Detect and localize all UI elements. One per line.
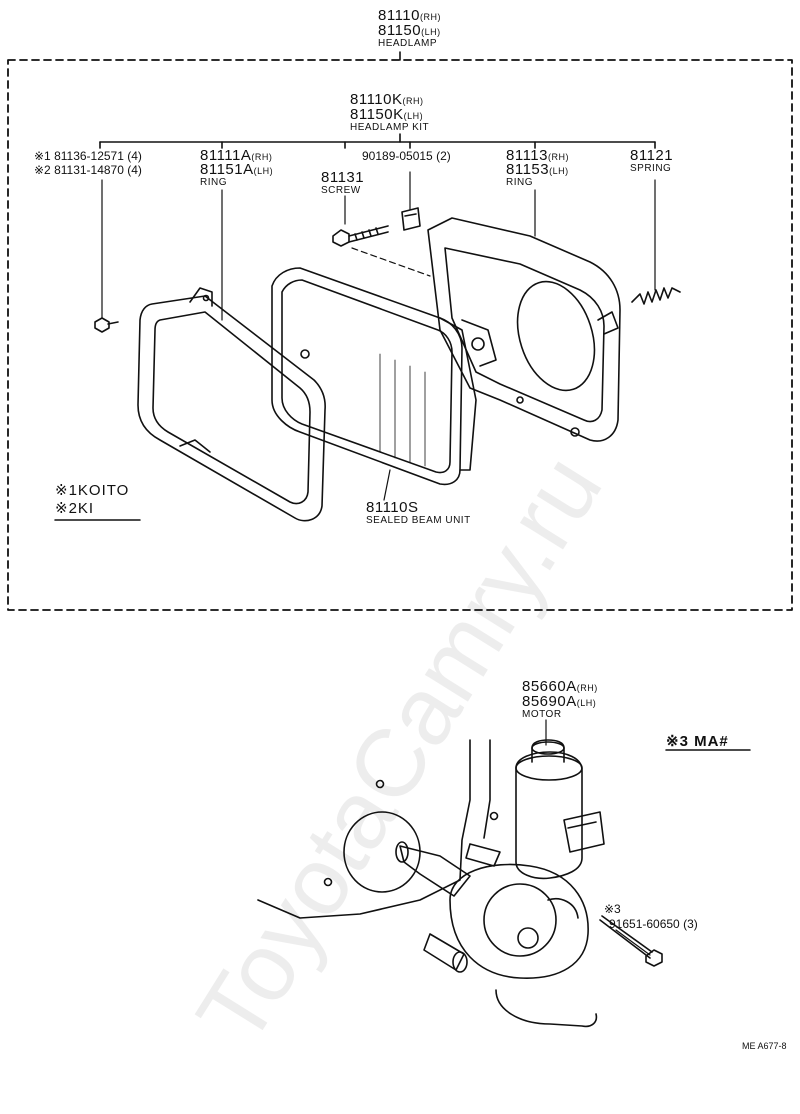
motor-part-lh: 85690A(LH) [522, 693, 597, 710]
bolt-ref-1: ※1 81136-12571 (4) [34, 149, 142, 163]
sealed-beam-unit [271, 267, 477, 501]
motor-part-rh: 85660A(RH) [522, 678, 598, 695]
note-ki: ※2KI [55, 500, 95, 517]
bolt-ref-2: ※2 81131-14870 (4) [34, 163, 142, 177]
motor-name: MOTOR [522, 709, 562, 720]
motor-bolt-part: 91651-60650 (3) [609, 917, 698, 931]
headlamp-name: HEADLAMP [378, 38, 438, 49]
motor-assembly [395, 739, 605, 1028]
front-ring-part-rh: 81111A(RH) [200, 147, 273, 164]
rear-ring-name: RING [506, 177, 533, 188]
headlamp-part-rh: 81110(RH) [378, 7, 441, 24]
footer-code: ME A677-8 [742, 1041, 787, 1051]
spring-part: 81121 [630, 147, 674, 164]
motor-bolt-ref: ※3 [604, 902, 621, 916]
spring-81121 [631, 179, 681, 305]
rear-ring-part-rh: 81113(RH) [506, 147, 569, 164]
spring-name: SPRING [630, 163, 672, 174]
headlamp-group-box [7, 59, 793, 611]
kit-part-lh: 81150K(LH) [350, 106, 424, 123]
body-panel [257, 739, 499, 919]
bolt-81136 [94, 179, 119, 333]
front-ring-name: RING [200, 177, 227, 188]
screw-81131 [332, 195, 431, 277]
sealed-beam-name: SEALED BEAM UNIT [366, 515, 471, 526]
sealed-beam-part: 81110S [366, 499, 419, 516]
clip-nut [401, 171, 421, 231]
note-ma: ※3 MA# [666, 733, 729, 750]
note-koito: ※1KOITO [55, 482, 130, 499]
screw-name: SCREW [321, 185, 361, 196]
bolt-91651 [599, 915, 663, 967]
rear-ring-part-lh: 81153(LH) [506, 161, 569, 178]
screw-part: 81131 [321, 169, 365, 186]
front-ring-part-lh: 81151A(LH) [200, 161, 274, 178]
headlamp-part-lh: 81150(LH) [378, 22, 441, 39]
kit-part-rh: 81110K(RH) [350, 91, 424, 108]
rear-ring [427, 189, 621, 442]
clip-part: 90189-05015 (2) [362, 149, 451, 163]
kit-name: HEADLAMP KIT [350, 122, 430, 133]
front-ring [137, 189, 326, 522]
